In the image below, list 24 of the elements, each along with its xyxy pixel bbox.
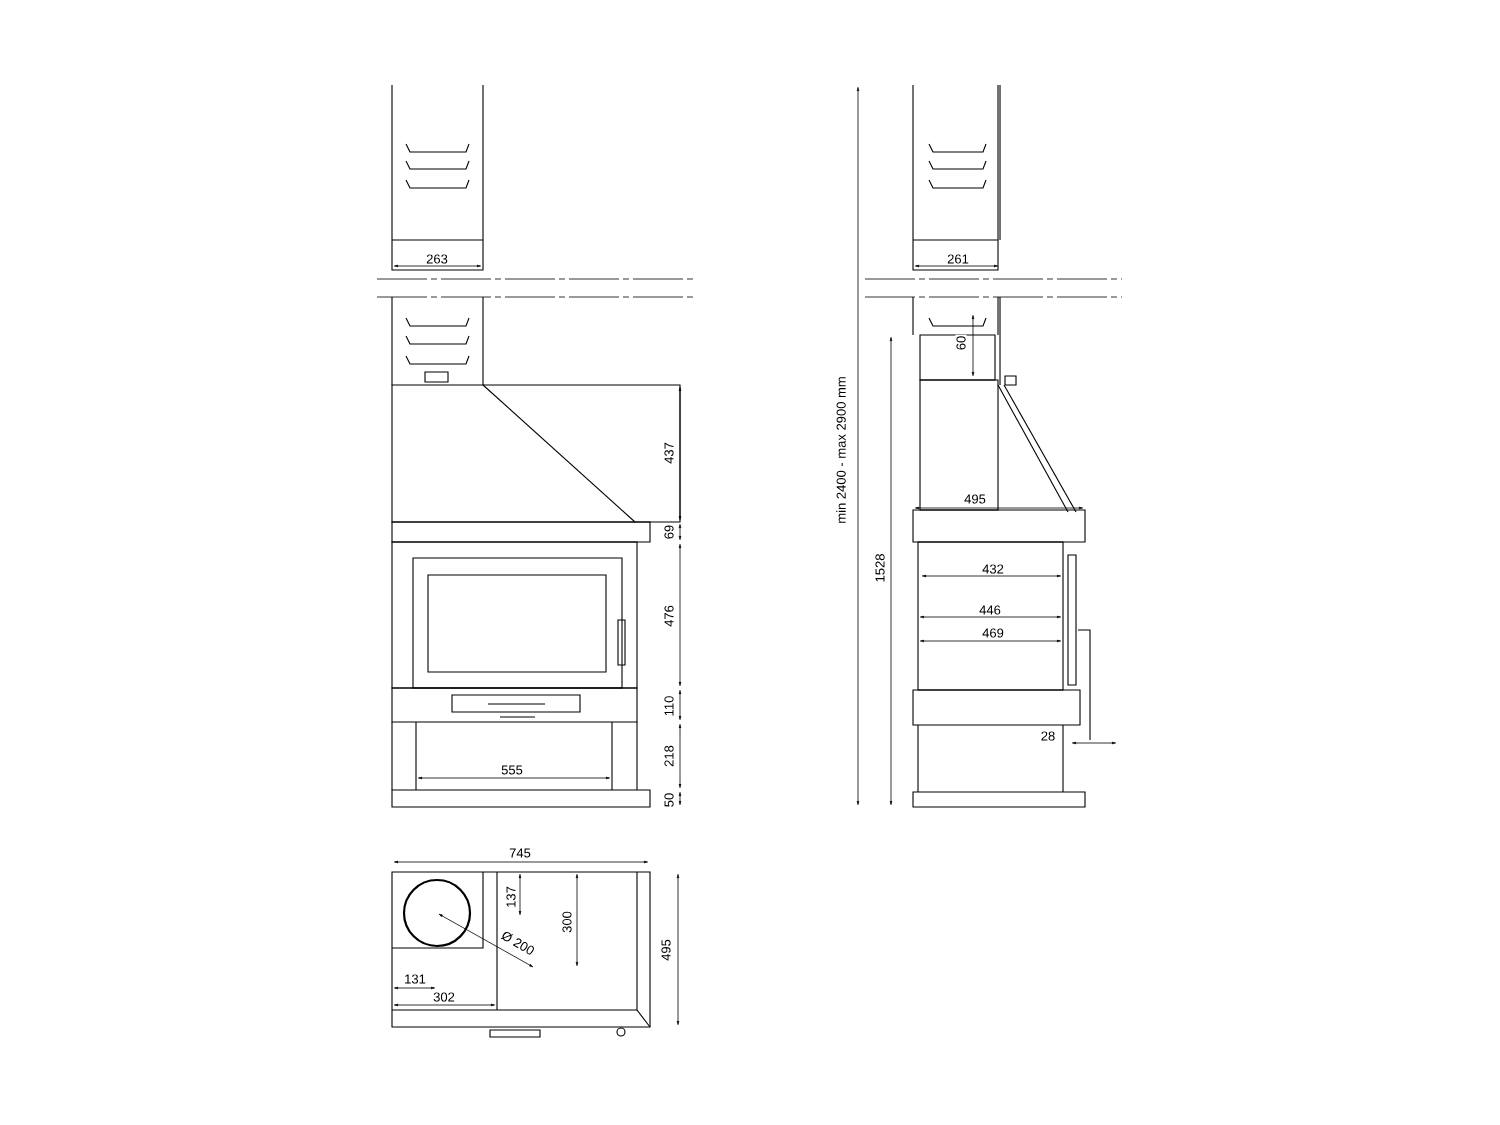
dimension-label: 446 <box>978 604 1002 616</box>
dimension-label: 1528 <box>874 552 886 584</box>
dimension-label: 495 <box>963 493 987 505</box>
dimension-label: 476 <box>663 604 675 628</box>
dimension-label: 437 <box>663 441 675 465</box>
dimension-label: Ø 200 <box>498 928 538 958</box>
dimension-label: 469 <box>981 627 1005 639</box>
dimension-label: 69 <box>663 523 675 541</box>
dimension-label: 300 <box>561 910 573 934</box>
dimension-label: 60 <box>955 334 967 352</box>
dimension-label: 302 <box>432 991 456 1003</box>
dimension-label: 263 <box>425 253 449 265</box>
dimension-label: 28 <box>1039 730 1057 742</box>
dimension-label: 50 <box>663 791 675 809</box>
dimension-label: min 2400 - max 2900 mm <box>835 375 847 525</box>
dimension-label: 131 <box>403 973 427 985</box>
dimension-label: 218 <box>663 744 675 768</box>
dimension-label: 555 <box>500 764 524 776</box>
dimension-label: 745 <box>508 847 532 859</box>
dimension-label: 261 <box>946 253 970 265</box>
dimension-label: 432 <box>981 563 1005 575</box>
dimension-label: 110 <box>663 694 675 718</box>
dimension-label: 495 <box>660 938 672 962</box>
dimension-label: 137 <box>505 885 517 909</box>
